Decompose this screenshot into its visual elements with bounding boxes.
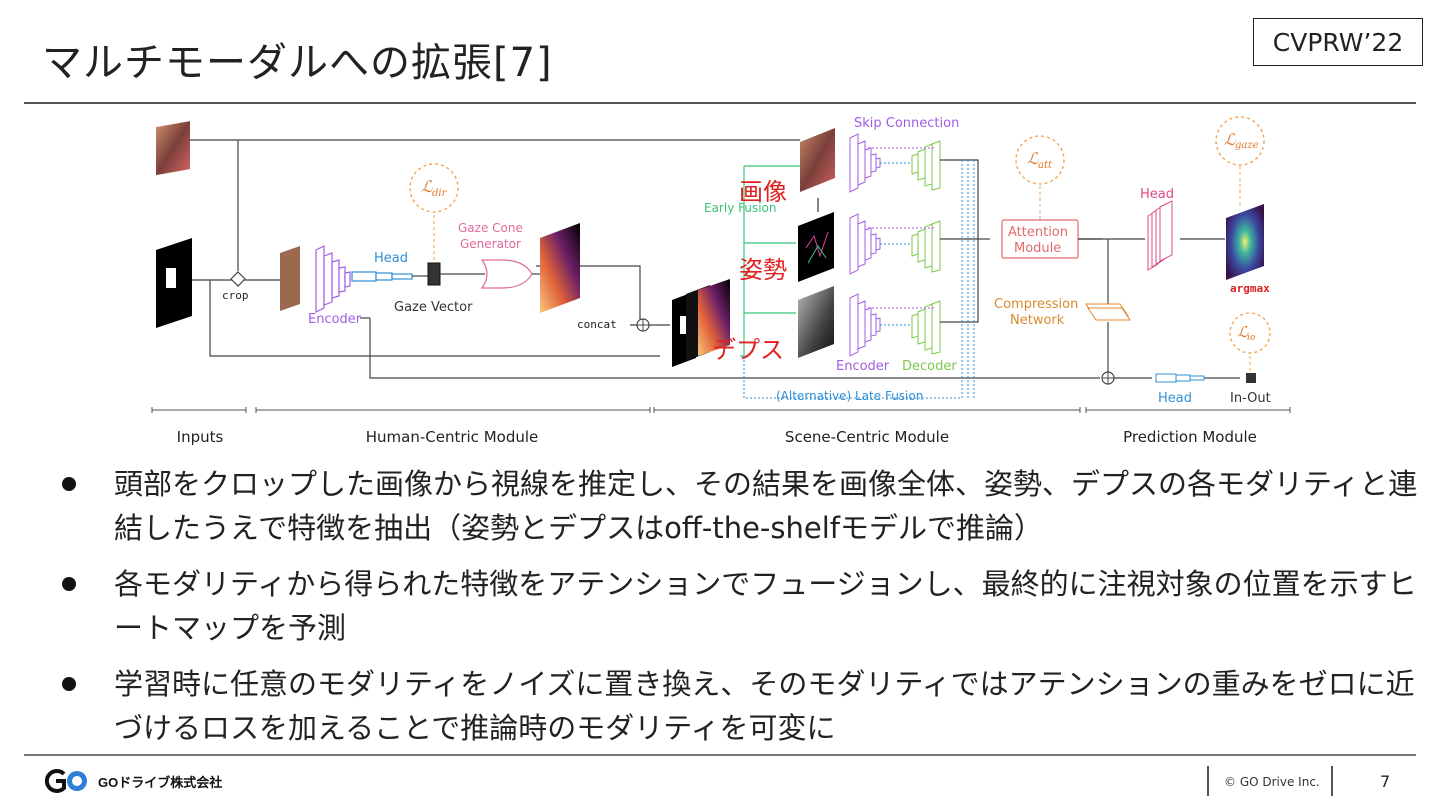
late-fusion-lines <box>743 160 975 399</box>
architecture-diagram: crop Encoder Head Gaze Vector ℒ dir Gaze… <box>151 116 1291 446</box>
footer-divider <box>24 754 1416 756</box>
crop-operator <box>230 271 246 287</box>
loss-io-subscript: io <box>1247 333 1256 343</box>
bullet-item: 学習時に任意のモダリティをノイズに置き換え、そのモダリティではアテンションの重み… <box>58 662 1418 750</box>
input-scene-image <box>156 121 190 176</box>
bullet-text: 各モダリティから得られた特徴をアテンションでフュージョンし、最終的に注視対象の位… <box>114 567 1417 645</box>
compression-label-2: Network <box>1010 313 1065 328</box>
gaze-heatmap-output <box>1226 204 1264 280</box>
gaze-cone-heatmap <box>540 223 580 313</box>
loss-att-node <box>1015 135 1065 185</box>
scene-encoder-decoder-2 <box>849 213 941 275</box>
prediction-head-label: Head <box>1140 187 1174 202</box>
scene-encoder-label: Encoder <box>836 359 890 374</box>
bullet-item: 頭部をクロップした画像から視線を推定し、その結果を画像全体、姿勢、デプスの各モダ… <box>58 462 1418 550</box>
bullet-item: 各モダリティから得られた特徴をアテンションでフュージョンし、最終的に注視対象の位… <box>58 562 1418 650</box>
in-out-label: In-Out <box>1230 391 1271 406</box>
gaze-vector <box>427 262 441 286</box>
early-fusion-label: Early Fusion <box>704 201 777 215</box>
human-encoder <box>315 245 351 313</box>
crop-label: crop <box>222 289 249 302</box>
title-divider <box>24 102 1416 104</box>
decoder-label: Decoder <box>902 359 957 374</box>
section-brackets <box>151 407 1291 413</box>
venue-badge: CVPRW’22 <box>1253 18 1423 66</box>
head-crop-image <box>280 246 300 311</box>
footer-separator <box>1331 766 1333 796</box>
page-number: 7 <box>1380 772 1391 791</box>
pose-modality-image <box>798 212 834 282</box>
concatenated-input-stack <box>672 279 730 367</box>
gaze-cone-label-2: Generator <box>460 237 521 251</box>
copyright-text: © GO Drive Inc. <box>1224 775 1320 789</box>
loss-att-subscript: att <box>1038 160 1053 171</box>
gaze-cone-label-1: Gaze Cone <box>458 221 523 235</box>
scene-encoder-decoder-3 <box>849 293 941 357</box>
section-inputs: Inputs <box>177 428 224 446</box>
gaze-head-label: Head <box>374 251 408 266</box>
in-out-output <box>1246 373 1256 383</box>
gaze-cone-generator <box>480 259 533 289</box>
decoder-outputs <box>940 159 979 323</box>
loss-dir-node <box>409 163 459 213</box>
gaze-head <box>351 271 413 282</box>
loss-io-node <box>1229 312 1271 354</box>
compression-label-1: Compression <box>994 297 1078 312</box>
attention-label-1: Attention <box>1008 225 1068 240</box>
argmax-label: argmax <box>1230 282 1270 295</box>
bullet-dot <box>62 677 76 691</box>
company-logo: GOドライブ株式会社 <box>42 768 222 794</box>
depth-modality-image <box>798 286 834 358</box>
loss-io-symbol: ℒ <box>1237 323 1249 341</box>
in-out-head <box>1155 373 1205 383</box>
company-name: GOドライブ株式会社 <box>98 774 223 790</box>
go-logo-icon <box>44 769 87 793</box>
annotation-image: 画像 <box>739 178 787 206</box>
attention-label-2: Module <box>1014 241 1061 256</box>
bullet-text: 学習時に任意のモダリティをノイズに置き換え、そのモダリティではアテンションの重み… <box>114 667 1415 745</box>
loss-dir-symbol: ℒ <box>421 177 433 196</box>
connection-lines <box>190 139 1240 379</box>
loss-gaze-subscript: gaze <box>1235 140 1259 151</box>
bullet-text: 頭部をクロップした画像から視線を推定し、その結果を画像全体、姿勢、デプスの各モダ… <box>114 467 1418 545</box>
concat-label: concat <box>577 318 617 331</box>
loss-gaze-symbol: ℒ <box>1224 130 1236 149</box>
bullet-dot <box>62 477 76 491</box>
compression-network <box>1085 303 1131 321</box>
annotation-pose: 姿勢 <box>739 256 787 284</box>
scene-encoder-decoder-1 <box>849 133 941 193</box>
section-prediction: Prediction Module <box>1123 428 1257 446</box>
in-out-head-label: Head <box>1158 391 1192 406</box>
slide-title: マルチモーダルへの拡張[7] <box>42 40 553 86</box>
scene-modality-image <box>800 128 835 192</box>
input-head-position-mask <box>156 238 192 328</box>
bullet-dot <box>62 577 76 591</box>
skip-connection-label: Skip Connection <box>854 116 959 131</box>
gaze-vector-label: Gaze Vector <box>394 300 473 315</box>
footer-separator <box>1207 766 1209 796</box>
loss-dir-subscript: dir <box>432 188 448 199</box>
human-encoder-label: Encoder <box>308 312 362 327</box>
loss-att-symbol: ℒ <box>1027 149 1039 168</box>
section-human-centric: Human-Centric Module <box>366 428 539 446</box>
bullet-list: 頭部をクロップした画像から視線を推定し、その結果を画像全体、姿勢、デプスの各モダ… <box>58 462 1418 762</box>
late-fusion-label: (Alternative) Late Fusion <box>776 389 923 403</box>
annotation-depth: デプス <box>712 336 784 364</box>
prediction-head <box>1147 200 1173 271</box>
loss-gaze-node <box>1215 116 1265 166</box>
section-scene-centric: Scene-Centric Module <box>785 428 949 446</box>
